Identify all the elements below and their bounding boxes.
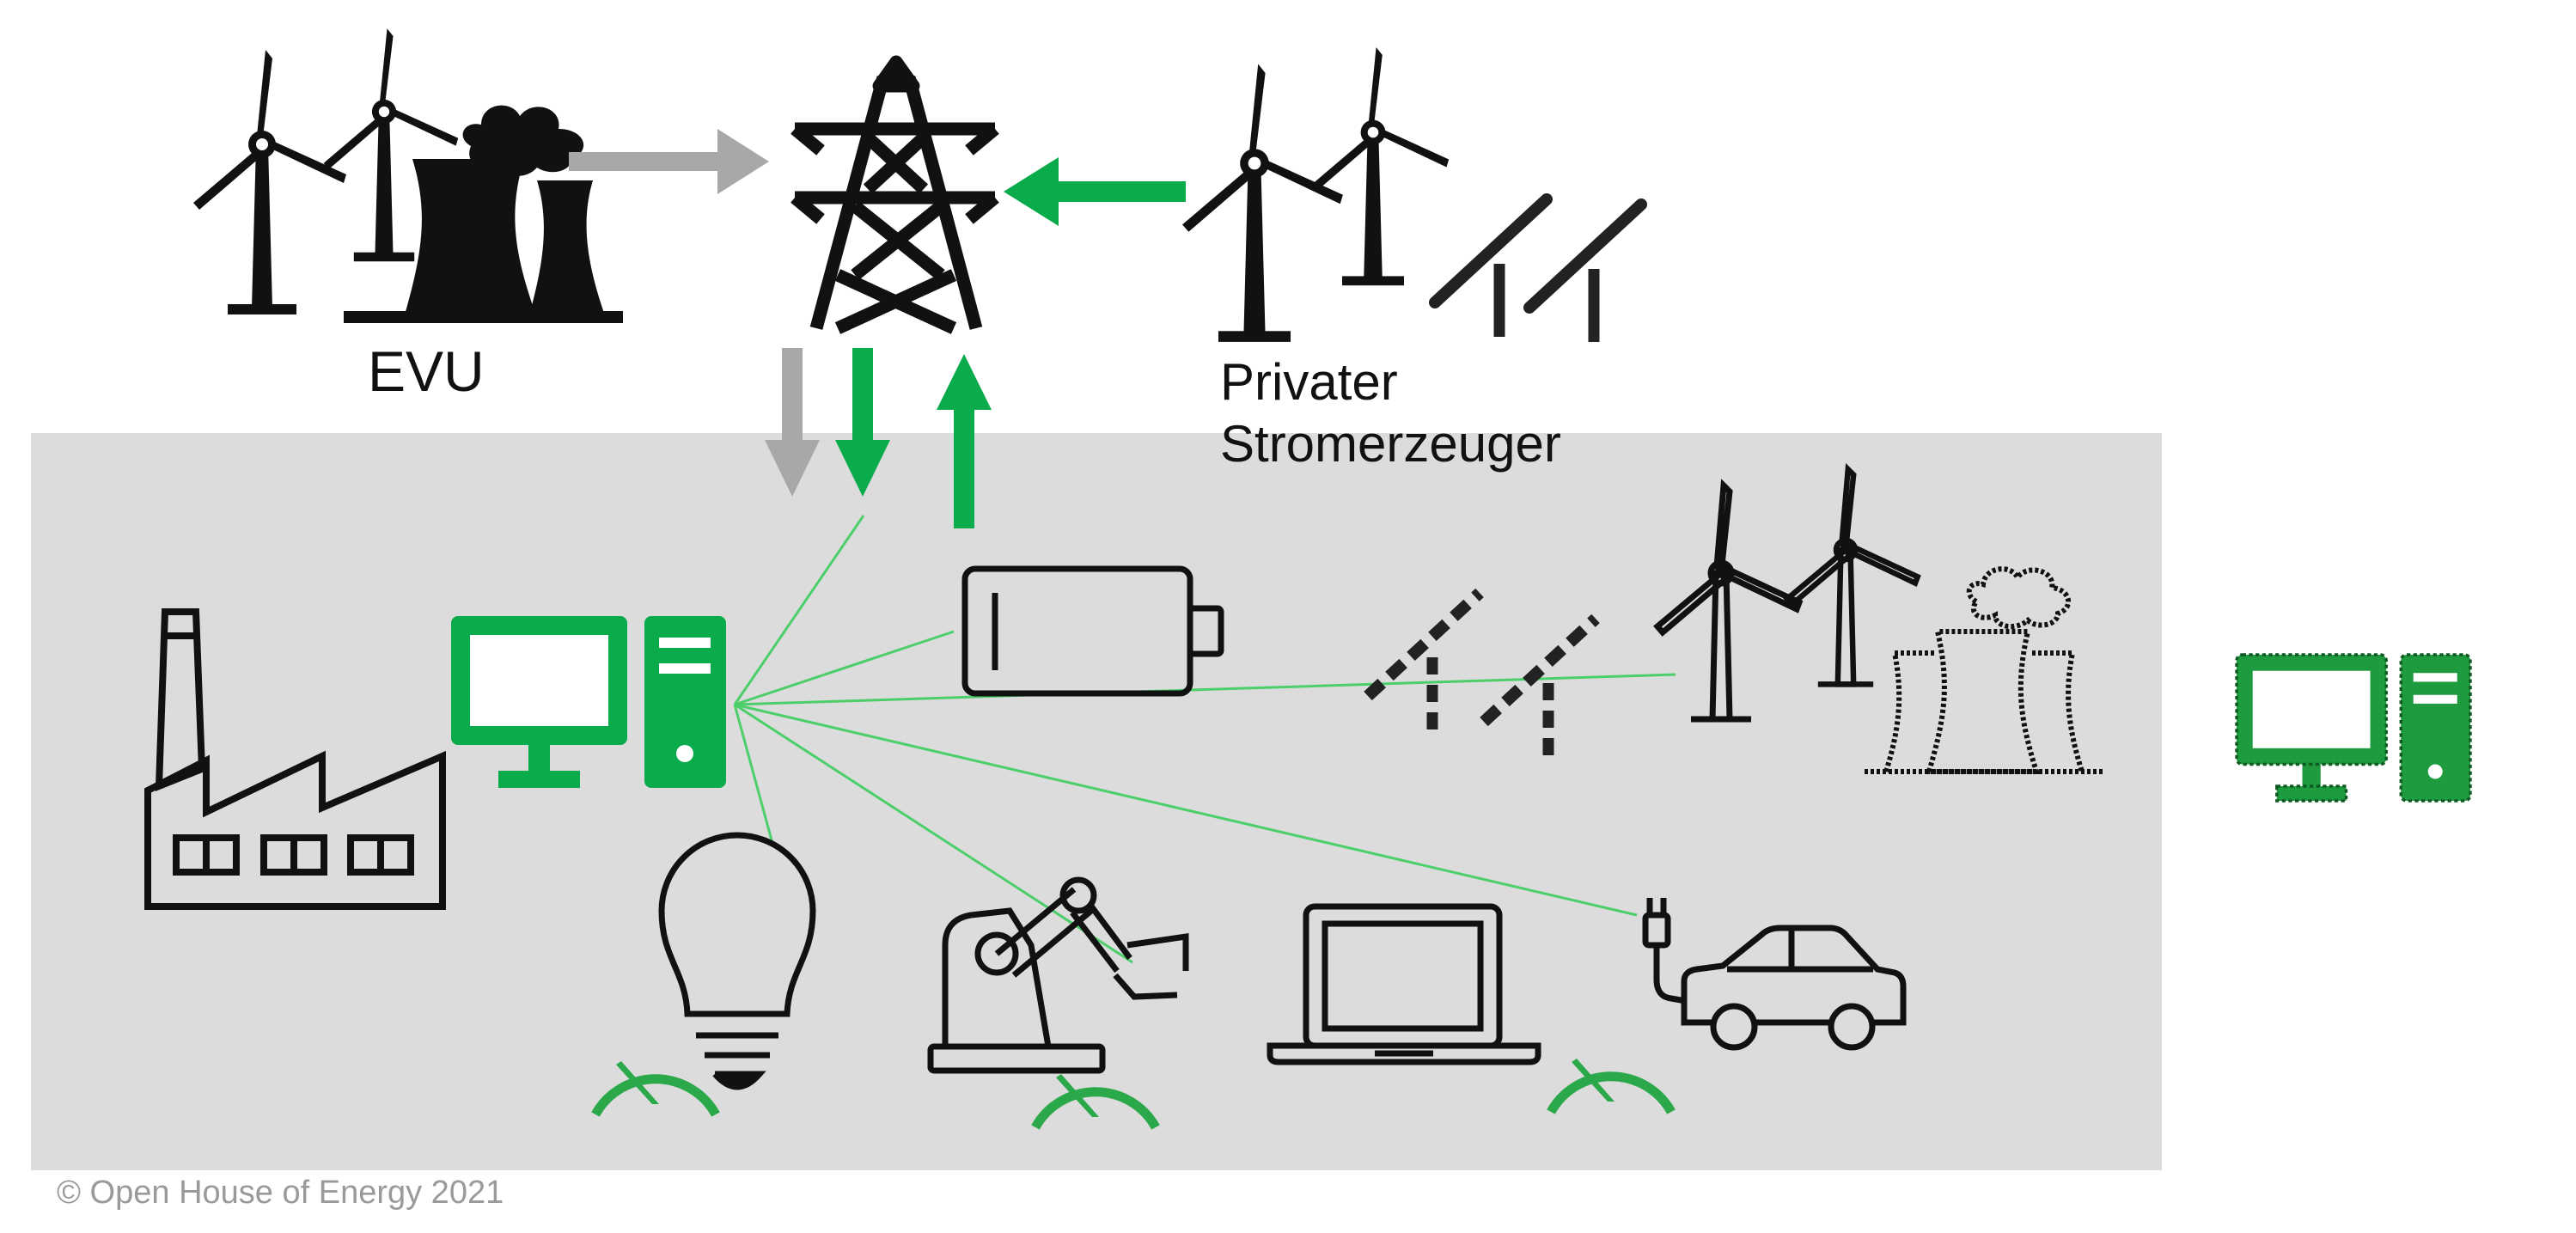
arrow-icon bbox=[569, 129, 769, 194]
copyright-text: © Open House of Energy 2021 bbox=[57, 1175, 504, 1211]
robot-arm-icon bbox=[927, 876, 1189, 1074]
cooling-tower-icon bbox=[1865, 566, 2105, 774]
connection-lines bbox=[733, 515, 1676, 964]
battery-icon bbox=[961, 565, 1224, 697]
arrow-icon bbox=[1004, 157, 1186, 226]
transmission-tower-icon bbox=[791, 55, 999, 334]
arrow-icon bbox=[765, 348, 820, 497]
wind-turbine-icon bbox=[1311, 46, 1450, 286]
wind-turbine-icon bbox=[1182, 64, 1343, 342]
evu-plants: EVU bbox=[193, 28, 623, 403]
factory-icon bbox=[144, 608, 446, 910]
private-producers: Privater Stromerzeuger bbox=[1182, 46, 1641, 473]
private-producer-label-2: Stromerzeuger bbox=[1220, 415, 1561, 473]
private-producer-label-1: Privater bbox=[1220, 353, 1398, 411]
cooling-tower-icon bbox=[344, 105, 623, 323]
arrow-icon bbox=[937, 354, 992, 528]
solar-panel-icon bbox=[1529, 204, 1641, 342]
light-bulb-icon bbox=[658, 832, 816, 1090]
solar-panel-icon bbox=[1435, 199, 1547, 337]
electric-car-icon bbox=[1642, 898, 1907, 1051]
laptop-icon bbox=[1267, 903, 1541, 1065]
computer-icon bbox=[2235, 653, 2472, 803]
evu-label: EVU bbox=[368, 339, 485, 403]
arrow-icon bbox=[835, 348, 890, 497]
wind-turbine-icon bbox=[193, 50, 346, 314]
